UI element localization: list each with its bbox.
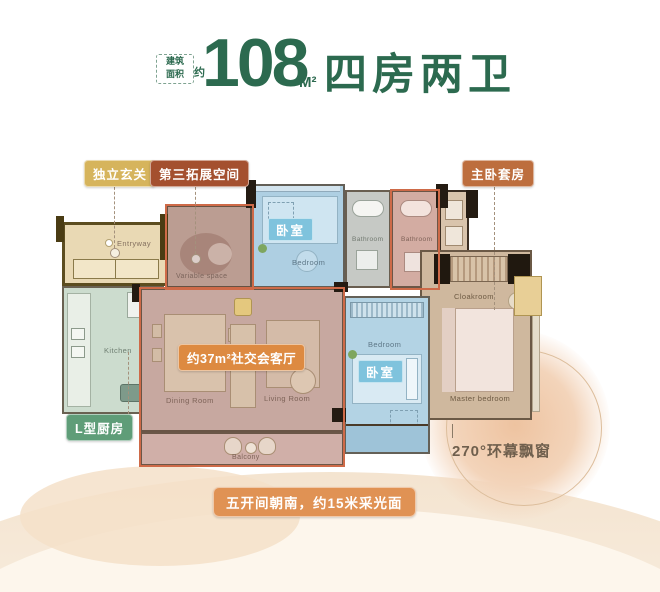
area-unit: M² (299, 74, 317, 91)
window-strip-right (532, 300, 540, 412)
room-bedroom-top: 卧室 Bedroom (252, 184, 345, 288)
armchair-icon (290, 368, 316, 394)
bedroom-tag: 卧室 (268, 218, 314, 241)
spotlight-icon (105, 239, 113, 247)
chair-icon (224, 437, 242, 455)
room-living-dining: 约37m²社交会客厅 Dining Room Living Room (140, 288, 344, 432)
room-balcony: Balcony (140, 432, 344, 466)
chair-icon (296, 250, 318, 272)
area-number: 108 (202, 25, 309, 101)
chair-icon (258, 437, 276, 455)
room-bathroom-left: Bathroom (345, 190, 391, 288)
area-label-box: 建筑 面积 (156, 54, 194, 84)
bedroom-balcony (346, 424, 428, 452)
window-strip (256, 186, 340, 192)
cloakroom-label: Cloakroom (454, 292, 494, 301)
plant-icon (348, 350, 357, 359)
room-bedroom-mid: Bedroom 卧室 (344, 296, 430, 454)
callout-third-space: 第三拓展空间 (150, 160, 250, 187)
cooktop-icon (71, 328, 85, 340)
callout-entry-hall: 独立玄关 (84, 160, 157, 187)
lamp-icon (234, 298, 252, 316)
social-living-callout: 约37m²社交会客厅 (178, 344, 306, 371)
plant-icon (258, 244, 267, 253)
room-variable-space: Variable space (166, 205, 252, 288)
bedroom-tag: 卧室 (358, 360, 404, 383)
area-approx-label: 约 (194, 67, 205, 79)
headline-rooms: 四房两卫 (324, 51, 516, 99)
wardrobe-hangers (450, 256, 508, 282)
table-icon (245, 442, 257, 454)
bathtub-icon (400, 200, 432, 217)
sink-icon (356, 250, 378, 270)
appliance-icon (445, 200, 463, 220)
callout-south-facing: 五开间朝南，约15米采光面 (213, 487, 416, 517)
bathtub-icon (352, 200, 384, 217)
callout-master-suite: 主卧套房 (462, 160, 535, 187)
bay-window-tick (452, 424, 453, 438)
callout-l-kitchen: L型厨房 (66, 414, 134, 441)
callout-bay-window: 270°环幕飘窗 (452, 443, 552, 460)
closet-hangers (350, 302, 424, 318)
cabinet-icon (514, 276, 542, 316)
